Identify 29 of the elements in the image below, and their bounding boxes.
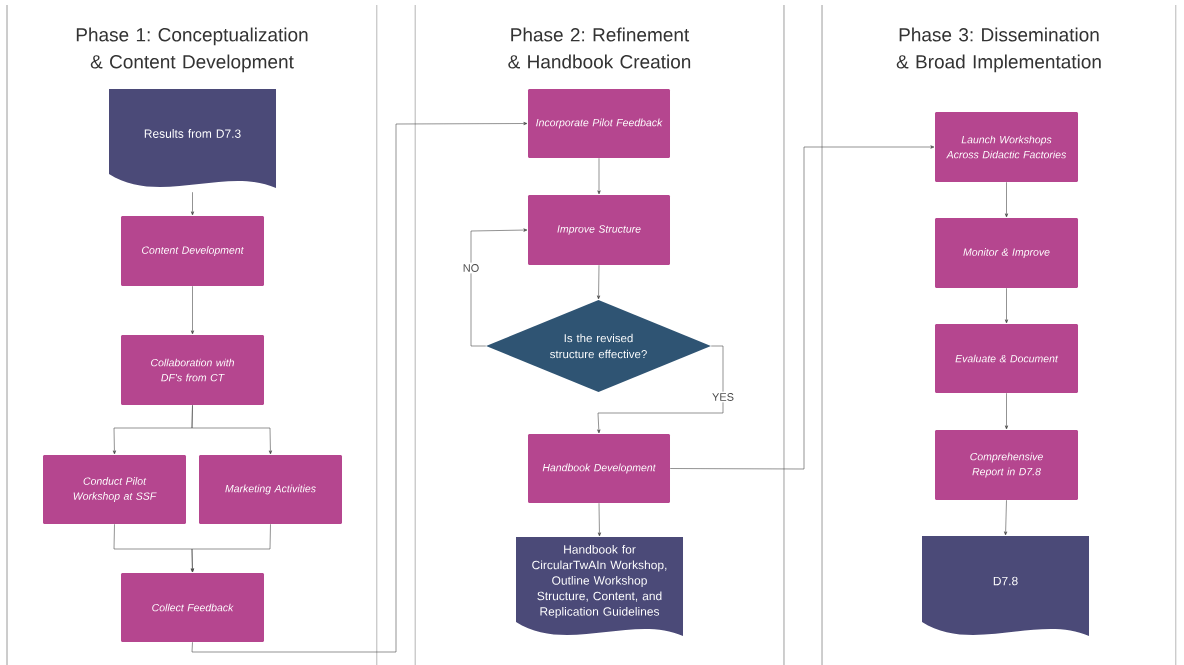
arrow (669, 145, 935, 470)
process-box: Marketing Activities (199, 455, 342, 524)
process-box: Improve Structure (528, 195, 670, 265)
process-box: Content Development (121, 216, 264, 286)
arrow (1004, 499, 1008, 536)
arrow (190, 523, 271, 573)
arrow (597, 502, 602, 537)
process-box: Conduct Pilot Workshop at SSF (43, 455, 186, 524)
arrow (191, 121, 528, 653)
arrow (190, 191, 195, 216)
arrow (597, 157, 601, 195)
process-box: Launch Workshops Across Didactic Factories (935, 112, 1078, 182)
arrow (596, 264, 601, 300)
process-box: Collaboration with DF's from CT (121, 335, 264, 405)
process-box: Handbook Development (528, 434, 670, 503)
arrow (190, 285, 195, 335)
arrow (1004, 287, 1009, 324)
arrow (470, 228, 528, 347)
arrow (191, 404, 273, 455)
arrow (1004, 392, 1009, 430)
process-box: Evaluate & Document (935, 324, 1078, 393)
process-box: Comprehensive Report in D7.8 (935, 430, 1078, 500)
process-box: Incorporate Pilot Feedback (528, 89, 670, 158)
edge-label: YES (710, 391, 736, 403)
process-box: Collect Feedback (121, 573, 264, 642)
edge-label: NO (461, 262, 481, 274)
process-box: Monitor & Improve (935, 218, 1078, 288)
arrow (1004, 181, 1009, 218)
arrow (597, 345, 724, 434)
